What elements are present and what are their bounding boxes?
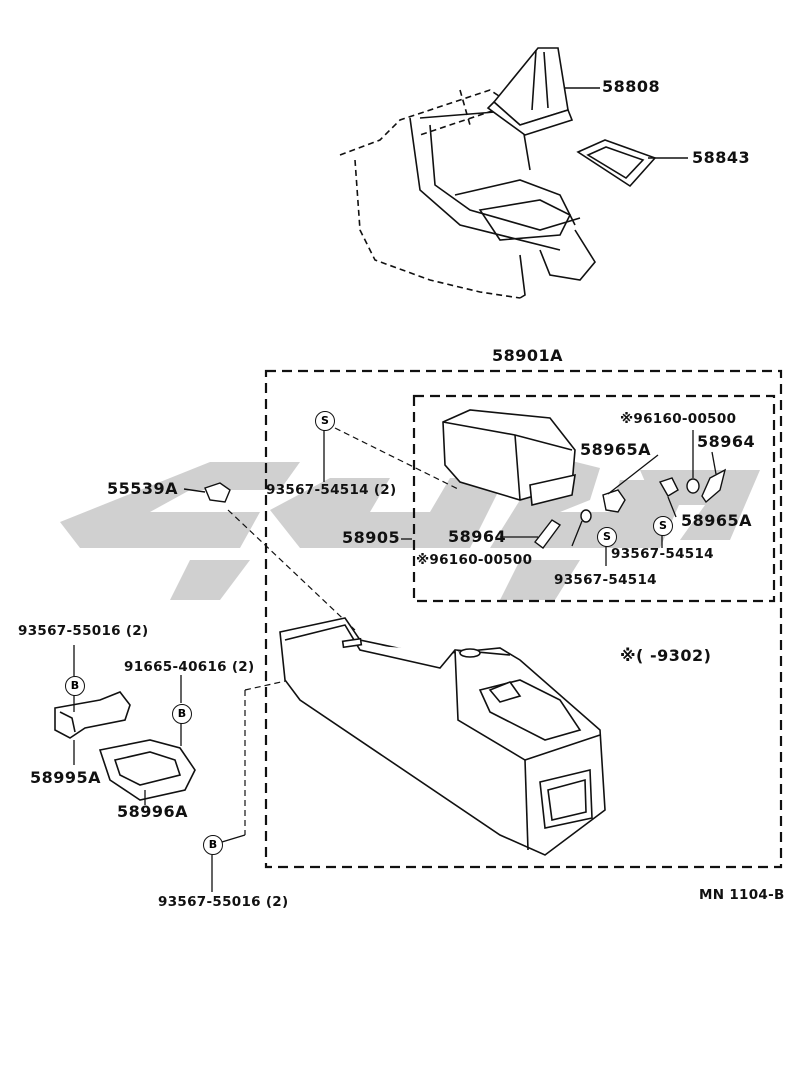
part-93567-55016-bottom-label: 93567-55016 (2)	[158, 894, 289, 910]
part-55539A-label: 55539A	[107, 479, 179, 498]
b-marker-mid: B	[172, 704, 192, 724]
b-marker-bottom: B	[203, 835, 223, 855]
part-58905-label: 58905	[342, 528, 401, 547]
leader-lines	[73, 430, 717, 892]
b-marker-left: B	[65, 676, 85, 696]
brackets-drawing	[54, 691, 196, 801]
s-marker-mid: S	[597, 527, 617, 547]
part-58964-top-label: 58964	[697, 432, 756, 451]
part-96160-mid-label: ※96160-00500	[416, 552, 533, 568]
s-marker-right: S	[653, 516, 673, 536]
part-93567-55016-left-label: 93567-55016 (2)	[18, 623, 149, 639]
dashed-guides	[227, 427, 461, 835]
part-93567-54514-right-label: 93567-54514	[611, 546, 714, 562]
assembly-58901A-box	[264, 369, 783, 869]
note-label: ※( -9302)	[620, 646, 712, 665]
part-93567-54514-2-label: 93567-54514 (2)	[266, 482, 397, 498]
clip-55539A-drawing	[183, 482, 231, 503]
part-58995A-label: 58995A	[30, 768, 102, 787]
s-marker-top: S	[315, 411, 335, 431]
armrest-subassembly-box	[412, 394, 776, 603]
part-58901A-label: 58901A	[492, 346, 564, 365]
armrest-lid-drawing	[442, 409, 576, 507]
figure-code-label: MN 1104-B	[699, 887, 785, 903]
part-96160-top-label: ※96160-00500	[620, 411, 737, 427]
upper-leaders	[565, 87, 688, 159]
shift-boot-drawing	[486, 47, 574, 136]
armrest-small-parts	[534, 468, 727, 549]
part-91665-40616-label: 91665-40616 (2)	[124, 659, 255, 675]
part-58996A-label: 58996A	[117, 802, 189, 821]
part-58965A-right-label: 58965A	[681, 511, 753, 530]
frame-58843-drawing	[576, 139, 657, 188]
part-58965A-top-label: 58965A	[580, 440, 652, 459]
part-58964-mid-label: 58964	[448, 527, 507, 546]
part-58808-label: 58808	[602, 77, 661, 96]
console-body-drawing	[279, 617, 606, 856]
part-93567-54514-mid-label: 93567-54514	[554, 572, 657, 588]
part-58843-label: 58843	[692, 148, 751, 167]
